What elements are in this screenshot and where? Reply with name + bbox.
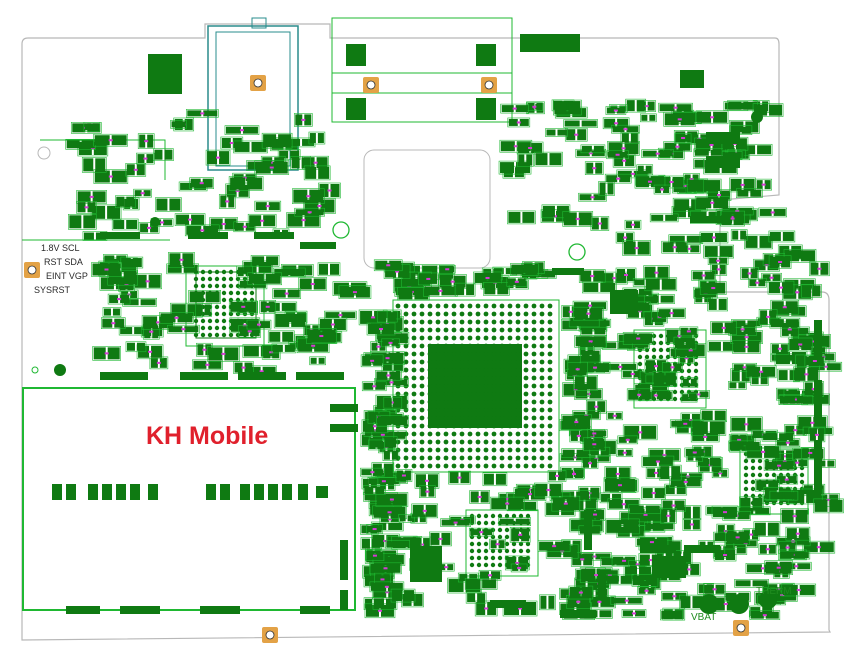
therm-label: THERM: [756, 586, 792, 597]
battery-connector-region: [331, 17, 513, 123]
mounting-hole-icon: [332, 221, 350, 239]
test-point-label-3: EINT VGP: [46, 271, 88, 281]
test-point-icon: [363, 77, 379, 93]
board-outline: [21, 23, 831, 641]
test-point-icon: [733, 620, 749, 636]
test-point-icon: [262, 627, 278, 643]
display-connector-area: [22, 387, 356, 611]
test-point-icon: [250, 75, 266, 91]
sim-holder: [207, 25, 299, 171]
mounting-hole-icon: [31, 366, 39, 374]
test-point-icon: [481, 77, 497, 93]
watermark-text: KH Mobile: [146, 422, 269, 450]
mounting-hole-icon: [568, 243, 586, 261]
test-point-label-2: RST SDA: [44, 257, 83, 267]
test-point-label-1: 1.8V SCL: [41, 243, 80, 253]
vbat-label: VBAT: [691, 612, 717, 623]
test-point-label-4: SYSRST: [34, 285, 71, 295]
test-point-icon: [24, 262, 40, 278]
